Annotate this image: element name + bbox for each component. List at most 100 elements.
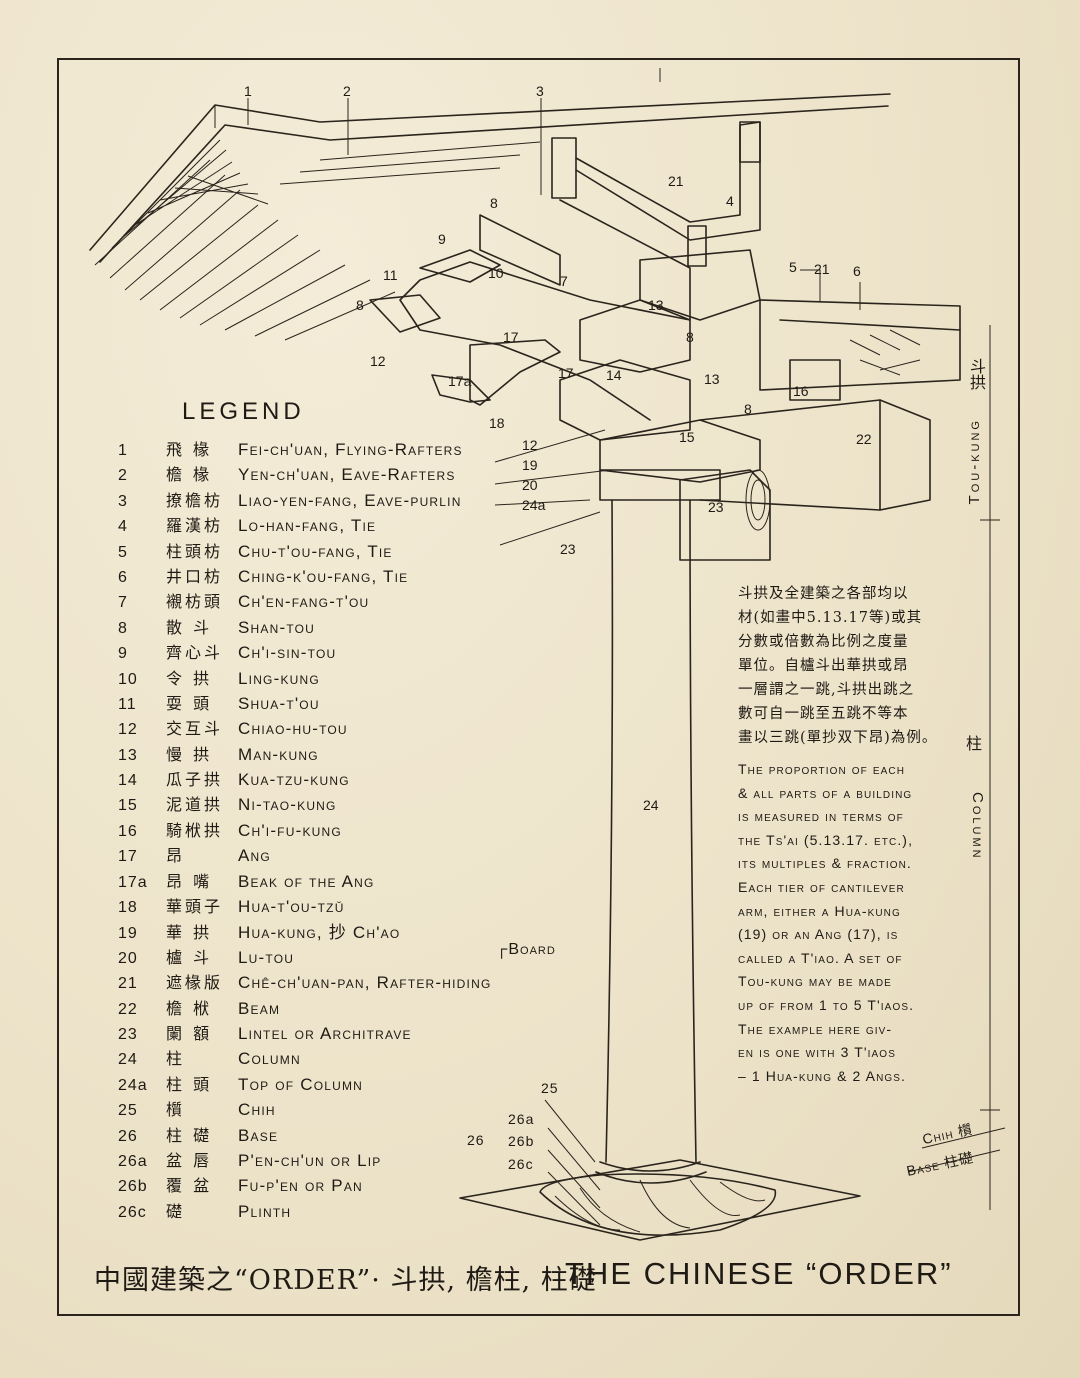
legend-item-chinese: 撩檐枋 [166, 490, 224, 510]
callout-23b: 23 [560, 541, 576, 557]
legend-item-english: Lo-han-fang, Tie [238, 516, 377, 536]
legend-item-chinese: 昂 [166, 846, 186, 866]
note-english: The proportion of each& all parts of a b… [738, 758, 970, 1088]
legend-item-english: Ching-k'ou-fang, Tie [238, 566, 409, 586]
legend-item-english: Liao-yen-fang, Eave-purlin [238, 490, 462, 510]
note-english-line: Tou-kung may be made [738, 973, 892, 990]
note-chinese: 斗拱及全建築之各部均以材(如畫中5.13.17等)或其分數或倍數為比例之度量單位… [738, 582, 948, 750]
callout-17b: 17 [558, 365, 574, 381]
callout-21b: 21 [814, 261, 830, 277]
legend-item-english: Shua-t'ou [238, 693, 320, 713]
legend-item-number: 24a [118, 1076, 148, 1094]
legend-item-chinese: 慢 拱 [166, 744, 213, 764]
legend-item-number: 17 [118, 848, 138, 866]
callout-20: 20 [522, 477, 538, 493]
leader-lines [247, 68, 1006, 1226]
legend-item-number: 11 [118, 695, 137, 713]
note-english-line: its multiples & fraction. [738, 855, 912, 872]
callout-25: 25 [541, 1080, 559, 1096]
callout-26b: 26b [508, 1133, 535, 1149]
legend-item-english: Ling-kung [238, 668, 320, 688]
legend-item-number: 2 [118, 467, 128, 485]
legend-item-number: 20 [118, 949, 138, 967]
callout-8a: 8 [490, 195, 498, 211]
note-chinese-line: 分數或倍數為比例之度量 [738, 634, 909, 650]
legend-item-english: Ang [238, 846, 271, 866]
legend-item-chinese: 令 拱 [166, 668, 213, 688]
legend-item-number: 6 [118, 568, 128, 586]
legend-item-english: Lu-tou [238, 947, 295, 967]
legend-item-chinese: 騎栿拱 [166, 820, 224, 840]
note-english-line: The proportion of each [738, 761, 906, 777]
tou-kung-bracket-set [369, 121, 961, 561]
note-chinese-line: 數可自一跳至五跳不等本 [738, 706, 909, 722]
callout-17a: 17a [448, 373, 472, 389]
legend-item-chinese: 檐 栿 [166, 998, 213, 1018]
note-english-line: The example here giv- [738, 1020, 893, 1037]
legend-item-number: 12 [118, 721, 138, 739]
callout-23a: 23 [708, 499, 724, 515]
callout-3: 3 [536, 83, 544, 99]
legend-item-number: 17a [118, 873, 148, 891]
callout-13b: 13 [704, 371, 720, 387]
legend-item-number: 23 [118, 1025, 138, 1043]
legend-item-number: 26 [118, 1127, 138, 1145]
callout-5: 5 [789, 259, 797, 275]
footer-title-chinese: 中國建築之“ORDER”· 斗拱, 檐柱, 柱礎 [94, 1265, 597, 1296]
column-en-label: Column [969, 792, 986, 861]
legend-item-english: Kua-tzu-kung [238, 770, 350, 790]
legend-item-english: Shan-tou [238, 617, 316, 637]
legend-item-chinese: 礎 [166, 1201, 186, 1221]
legend-item-chinese: 盆 唇 [166, 1150, 213, 1170]
callout-9: 9 [438, 231, 446, 247]
note-english-line: en is one with 3 T'iaos [738, 1044, 896, 1061]
note-english-line: the Ts'ai (5.13.17. etc.), [738, 831, 914, 848]
legend-item-number: 15 [118, 797, 138, 815]
note-english-line: arm, either a Hua-kung [738, 902, 901, 919]
chih-zh: 櫍 [956, 1121, 975, 1141]
legend-item-english: Column [238, 1049, 301, 1069]
callout-10: 10 [488, 265, 504, 281]
border-frame [57, 58, 1020, 1316]
note-chinese-line: 材(如畫中5.13.17等)或其 [738, 610, 923, 626]
legend-item-chinese: 櫍 [166, 1100, 186, 1120]
note-english-line: – 1 Hua-kung & 2 Angs. [738, 1067, 907, 1084]
legend-item-number: 26a [118, 1152, 148, 1170]
legend-item-english: Yen-ch'uan, Eave-Rafters [238, 465, 456, 485]
callout-12a: 12 [370, 353, 386, 369]
callout-26: 26 [467, 1132, 485, 1148]
note-chinese-line: 畫以三跳(單抄双下昂)為例。 [738, 730, 938, 746]
legend-item-english: Ch'i-fu-kung [238, 820, 342, 840]
callout-17a1: 17 [503, 329, 519, 345]
callout-21a: 21 [668, 173, 684, 189]
callout-2: 2 [343, 83, 351, 99]
callout-11: 11 [383, 267, 398, 283]
legend-item-number: 18 [118, 899, 138, 917]
legend-item-english: Chiao-hu-tou [238, 719, 348, 739]
callout-18: 18 [489, 415, 505, 431]
note-english-line: up of from 1 to 5 T'iaos. [738, 996, 915, 1013]
legend-item-english: Hua-t'ou-tzŭ [238, 897, 345, 917]
legend-item-english: Fei-ch'uan, Flying-Rafters [238, 440, 463, 459]
legend-item-english: Beak of the Ang [238, 871, 375, 891]
legend-item-english: Plinth [238, 1201, 292, 1221]
legend-item-number: 21 [118, 975, 138, 993]
callout-7: 7 [560, 273, 568, 289]
callout-numbers: 1 2 3 21 4 8 9 11 10 7 8 5 21 6 13 8 17 … [244, 83, 872, 813]
legend-item-english: Chih [238, 1100, 276, 1120]
legend-item-number: 1 [118, 442, 128, 459]
legend-item-chinese: 柱 礎 [166, 1125, 213, 1145]
